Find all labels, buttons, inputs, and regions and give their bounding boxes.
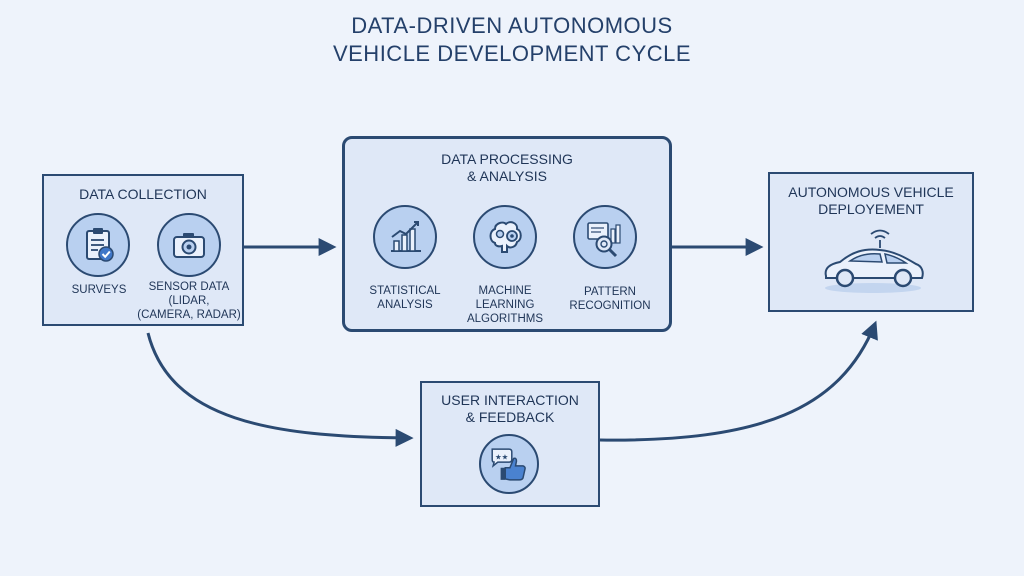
data-processing-box: DATA PROCESSING & ANALYSIS: [342, 136, 672, 332]
thumbs-up-stars-icon: ★★: [479, 434, 539, 494]
data-processing-title: DATA PROCESSING & ANALYSIS: [441, 151, 573, 184]
bar-chart-icon: [373, 205, 437, 269]
arrow-collection-to-feedback: [146, 332, 414, 447]
vehicle-deployment-box: AUTONOMOUS VEHICLE DEPLOYEMENT: [768, 172, 974, 312]
diagram-title-line-2: VEHICLE DEVELOPMENT CYCLE: [332, 41, 692, 66]
sensor-data-label: SENSOR DATA (LIDAR, (CAMERA, RADAR): [137, 281, 241, 321]
magnifier-pattern-icon: [573, 205, 637, 269]
diagram-title: DATA-DRIVEN AUTONOMOUS VEHICLE DEVELOPME…: [262, 12, 762, 68]
data-collection-title: DATA COLLECTION: [79, 186, 207, 202]
user-feedback-box: USER INTERACTION & FEEDBACK ★★: [420, 381, 600, 507]
statistical-analysis-label: STATISTICAL ANALYSIS: [369, 285, 441, 311]
diagram-title-line-1: DATA-DRIVEN AUTONOMOUS: [351, 13, 673, 38]
machine-learning-label: MACHINE LEARNING ALGORITHMS: [466, 285, 544, 325]
data-collection-box: DATA COLLECTION SURVEYS SENSOR DATA (LID…: [42, 174, 244, 326]
autonomous-car-icon: [824, 229, 924, 293]
arrow-feedback-to-deployment: [599, 320, 878, 442]
vehicle-deployment-title: AUTONOMOUS VEHICLE DEPLOYEMENT: [788, 184, 954, 217]
brain-gear-icon: [473, 205, 537, 269]
clipboard-check-icon: [66, 213, 130, 277]
camera-icon: [157, 213, 221, 277]
user-feedback-title: USER INTERACTION & FEEDBACK: [441, 392, 579, 425]
pattern-recognition-label: PATTERN RECOGNITION: [569, 286, 651, 312]
surveys-label: SURVEYS: [71, 284, 127, 296]
svg-text:★★: ★★: [495, 452, 509, 461]
